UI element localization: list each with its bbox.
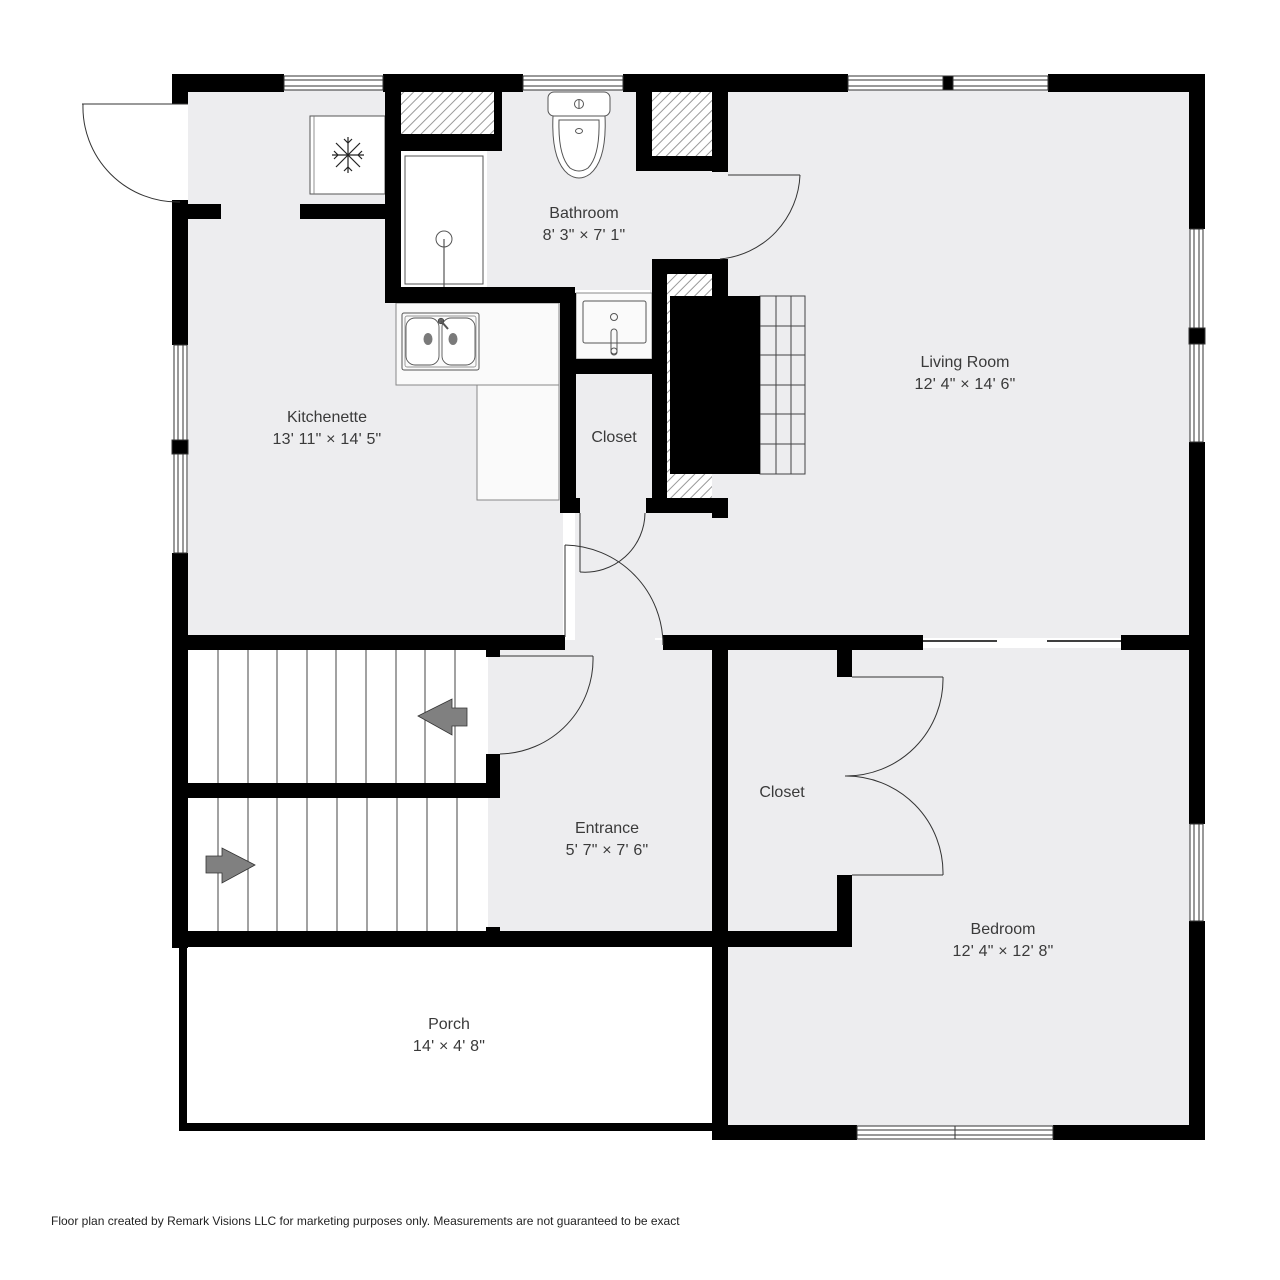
room-dimensions: 12' 4" × 12' 8"	[952, 943, 1054, 960]
arrow-right-icon	[205, 847, 256, 884]
room-label-bathroom: Bathroom 8' 3" × 7' 1"	[543, 203, 626, 247]
window-bedroom-right	[1189, 823, 1204, 922]
floor-entrance	[488, 640, 716, 935]
walls	[172, 74, 1205, 1140]
arrow-left-icon	[417, 698, 468, 736]
room-label-living-room: Living Room 12' 4" × 14' 6"	[915, 352, 1016, 396]
room-name: Living Room	[920, 354, 1010, 371]
refrigerator	[309, 115, 386, 195]
windows	[171, 75, 1206, 1140]
room-label-bedroom-closet: Closet	[759, 782, 804, 804]
toilet-icon	[547, 91, 611, 179]
window-living-top	[847, 75, 1049, 91]
stairs	[188, 650, 486, 931]
room-name: Porch	[428, 1016, 470, 1033]
window-bedroom-bottom	[856, 1125, 1054, 1140]
room-dimensions: 8' 3" × 7' 1"	[542, 227, 626, 244]
room-label-bedroom: Bedroom 12' 4" × 12' 8"	[953, 919, 1054, 963]
door-kitchen-exterior[interactable]	[82, 103, 188, 203]
room-name: Closet	[591, 429, 637, 446]
room-label-hall-closet: Closet	[591, 427, 636, 449]
room-name: Entrance	[574, 820, 640, 837]
window-kitchen-left	[171, 344, 189, 554]
room-dimensions: 5' 7" × 7' 6"	[565, 842, 649, 859]
door-hall-closet[interactable]	[579, 512, 646, 573]
shower	[401, 151, 487, 287]
room-label-kitchenette: Kitchenette 13' 11" × 14' 5"	[273, 407, 382, 451]
room-name: Bathroom	[549, 205, 619, 222]
kitchen-counter	[395, 302, 560, 501]
room-name: Closet	[759, 784, 805, 801]
doors	[82, 103, 1121, 876]
hatched-chases	[401, 90, 712, 498]
window-kitchen-top	[283, 75, 384, 91]
room-dimensions: 13' 11" × 14' 5"	[272, 431, 382, 448]
room-dimensions: 14' × 4' 8"	[412, 1038, 486, 1055]
door-stairs[interactable]	[499, 655, 594, 755]
door-bedroom-closet[interactable]	[844, 676, 944, 876]
floor-bedroom	[725, 648, 1191, 1128]
window-bath-top	[522, 75, 624, 91]
snowflake-icon	[332, 137, 364, 173]
floor-hall-closet	[575, 370, 655, 640]
window-living-right	[1188, 228, 1206, 443]
room-dimensions: 12' 4" × 14' 6"	[914, 376, 1016, 393]
room-name: Kitchenette	[286, 409, 368, 426]
door-entrance[interactable]	[564, 544, 664, 646]
vanity-sink	[575, 292, 653, 360]
disclaimer-footer: Floor plan created by Remark Visions LLC…	[51, 1214, 680, 1228]
room-label-porch: Porch 14' × 4' 8"	[413, 1014, 485, 1058]
door-bathroom[interactable]	[719, 174, 801, 260]
room-label-entrance: Entrance 5' 7" × 7' 6"	[566, 818, 649, 862]
room-name: Bedroom	[970, 921, 1036, 938]
sink-icon	[401, 312, 480, 371]
floor-porch	[186, 947, 714, 1123]
